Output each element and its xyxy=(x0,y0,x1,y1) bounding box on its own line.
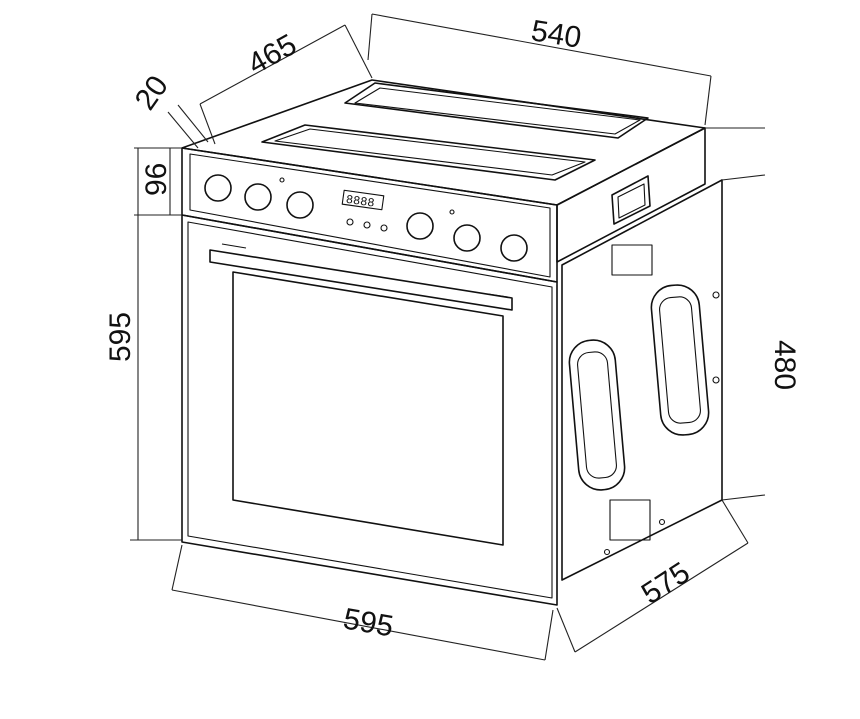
dim-label-side-height: 480 xyxy=(768,340,801,390)
knob-icon-2 xyxy=(244,183,272,211)
touch-button-icon-2 xyxy=(363,221,371,229)
display-digits: 8888 xyxy=(345,193,375,211)
dim-label-front-width: 595 xyxy=(341,602,396,643)
dim-label-top-depth: 465 xyxy=(242,28,302,81)
door-window xyxy=(232,271,504,546)
door-handle xyxy=(209,249,513,311)
knob-icon-3 xyxy=(286,191,314,219)
touch-button-icon-1 xyxy=(346,218,354,226)
oven-side-body xyxy=(556,127,723,600)
knob-icon-4 xyxy=(406,212,434,240)
oven-door xyxy=(181,214,558,606)
touch-button-icon-3 xyxy=(380,224,388,232)
display-window xyxy=(341,189,385,211)
dim-label-panel-height: 96 xyxy=(140,163,173,196)
dimension-labels: 465 540 20 96 595 595 575 480 xyxy=(104,14,801,643)
control-panel: 8888 xyxy=(181,147,558,283)
knob-icon-6 xyxy=(500,234,528,262)
dim-label-side-depth: 575 xyxy=(636,556,696,611)
dim-label-front-height: 595 xyxy=(104,312,137,362)
dim-label-offset: 20 xyxy=(129,70,175,116)
dim-label-top-width: 540 xyxy=(529,14,584,54)
knob-icon-5 xyxy=(453,224,481,252)
dimension-lines xyxy=(130,13,766,661)
knob-icon-1 xyxy=(204,174,232,202)
